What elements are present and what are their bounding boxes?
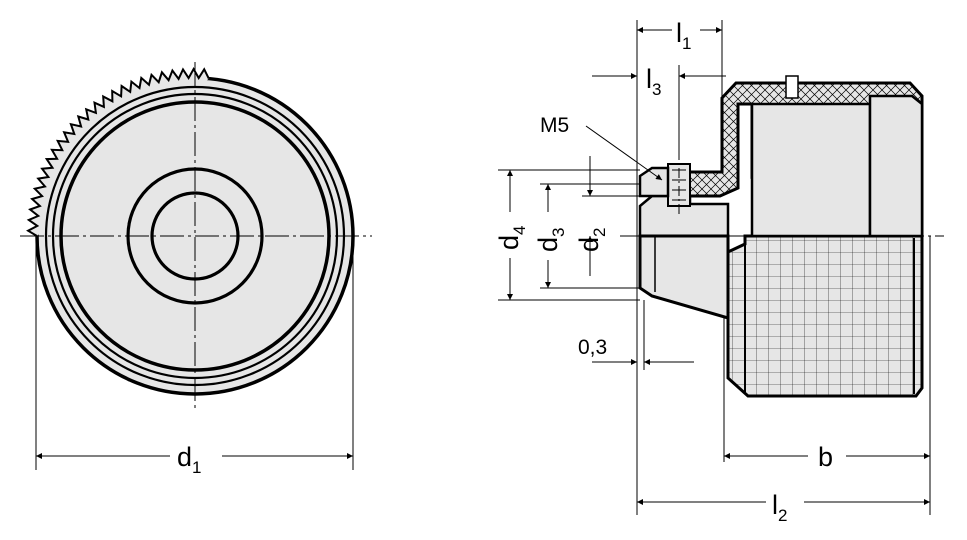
d4-label: d4 (494, 226, 529, 251)
d3-label: d3 (533, 228, 568, 253)
l1-label: l1 (676, 18, 691, 53)
thread-leader (585, 125, 663, 181)
chamfer-label: 0,3 (578, 336, 607, 359)
b-label: b (818, 442, 833, 472)
l3-label: l3 (646, 64, 661, 99)
l2-label: l2 (772, 490, 787, 525)
inner-cavity (750, 102, 872, 238)
spigot-lower (638, 234, 730, 320)
d1-label: d1 (177, 442, 202, 477)
side-view: l1 l3 M5 d4 d3 d2 0,3 b l2 (494, 18, 944, 525)
insert-bushing (868, 94, 924, 238)
knurled-grip (726, 234, 924, 398)
spigot-chamfer (638, 166, 670, 198)
d2-label: d2 (574, 228, 609, 253)
front-view: d1 (20, 62, 372, 477)
thread-label: M5 (540, 114, 569, 137)
vent-notch (785, 75, 799, 99)
